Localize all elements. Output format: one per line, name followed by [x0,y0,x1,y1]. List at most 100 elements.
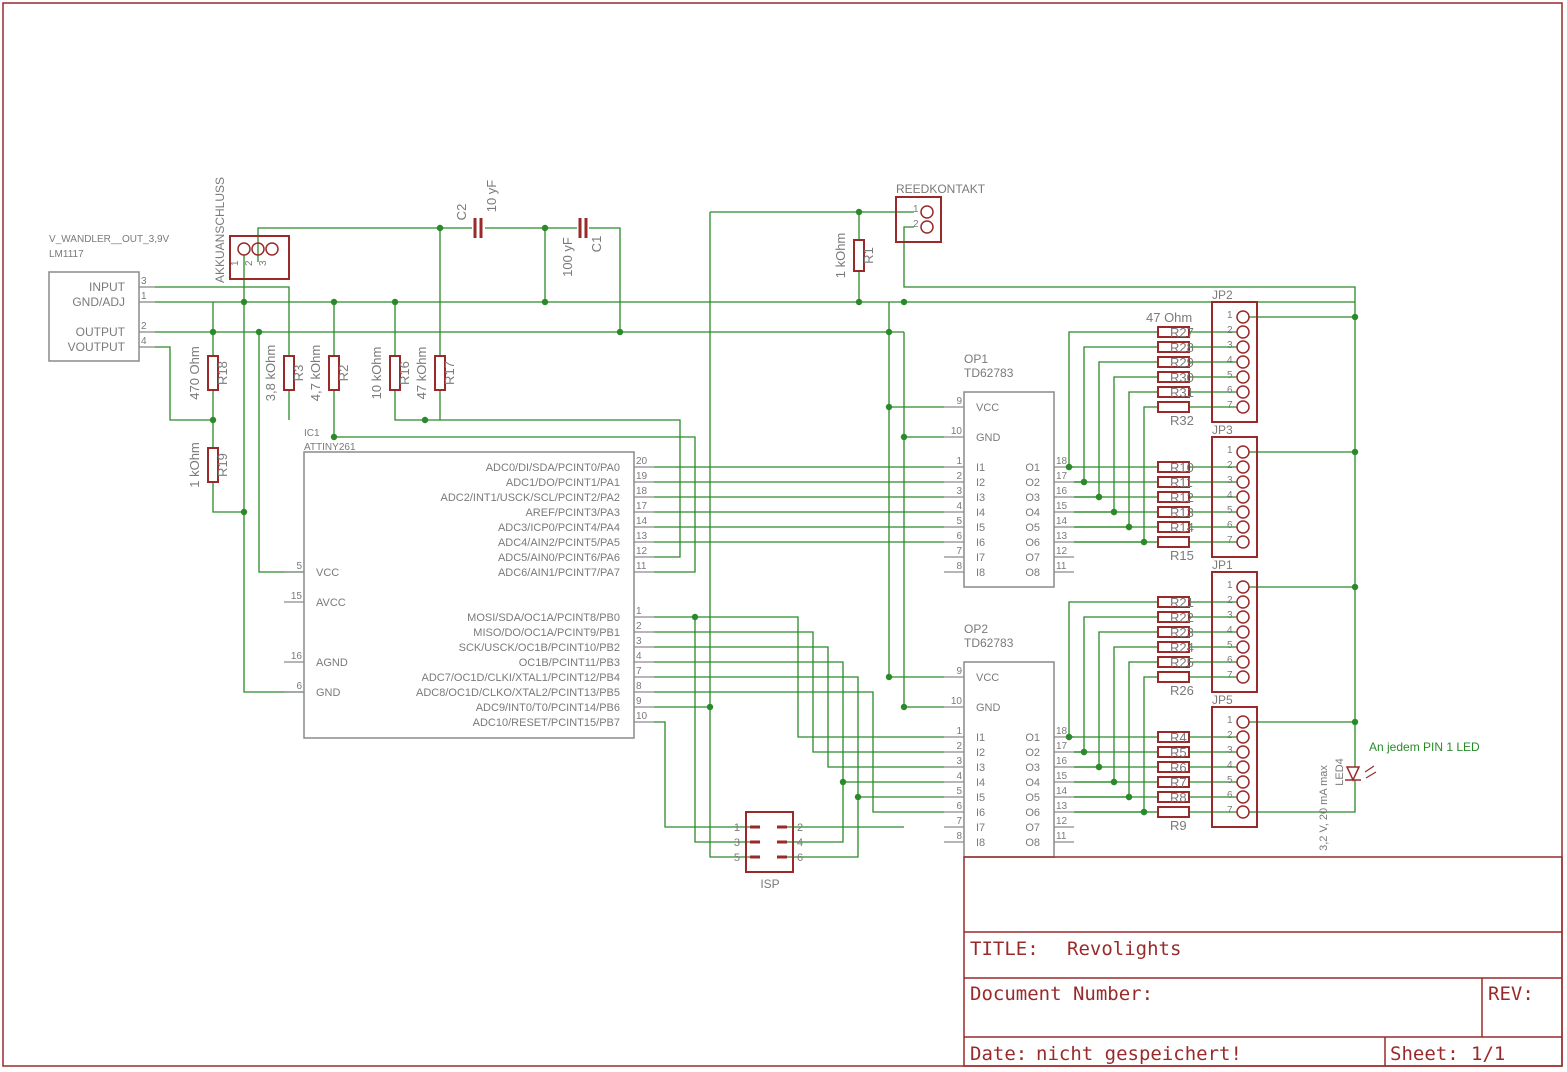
resistor-name: R7 [1170,775,1187,790]
resistor-name: R3 [291,365,306,382]
resistor-value: 1 kOhm [187,442,202,488]
mcu-pin-label: ADC8/OC1D/CLKO/XTAL2/PCINT13/PB5 [416,687,620,699]
wire [1098,361,1158,497]
junction-dot [1095,763,1103,771]
resistor-name: R2 [336,365,351,382]
connector-pad [1236,760,1250,774]
header-connector-name: JP2 [1212,288,1233,302]
mcu-pin-number: 6 [296,681,302,692]
wire [1068,601,1158,737]
junction-dot [1351,583,1359,591]
connector-pad [1236,670,1250,684]
mcu-body [303,451,635,739]
driver-pin-number: 17 [1056,471,1068,482]
header-pin-number: 7 [1227,535,1233,546]
resistor-name: R27 [1170,325,1194,340]
header-pin-number: 5 [1227,370,1233,381]
driver-pin-label: I1 [976,462,985,474]
mcu-pin-number: 1 [636,606,642,617]
driver-pin-number: 12 [1056,816,1068,827]
connector-pad [1236,505,1250,519]
resistor-body [853,239,865,272]
resistor-body [207,447,219,483]
mcu-pin-label: ADC10/RESET/PCINT15/PB7 [473,717,620,729]
resistor-name: R9 [1170,818,1187,833]
resistor-body [1157,461,1190,473]
header-pin-number: 3 [1227,340,1233,351]
sheet-value: 1/1 [1471,1043,1505,1065]
resistor-name: R10 [1170,460,1194,475]
junction-dot [541,224,549,232]
resistor-body [1157,506,1190,518]
battery-connector-name: AKKUANSCHLUSS [213,177,227,283]
resistor-name: R22 [1170,610,1194,625]
driver-pin-number: 11 [1056,831,1067,842]
junction-dot [691,613,699,621]
wire [1098,631,1158,767]
driver-pin-label: O3 [1025,762,1040,774]
wire [888,302,944,408]
driver-pin-number: 11 [1056,561,1067,572]
driver-pin-label: I2 [976,477,985,489]
mcu-pin-label: ADC9/INT0/T0/PCINT14/PB6 [476,702,620,714]
junction-dot [436,224,444,232]
junction-dot [1080,748,1088,756]
driver-pin-number: 14 [1056,786,1068,797]
wire [1113,646,1158,782]
driver-pin-number: 18 [1056,726,1068,737]
resistor-name: R29 [1170,355,1194,370]
header-pin-number: 2 [1227,325,1233,336]
rev-label: REV: [1488,983,1534,1005]
header-pin-number: 3 [1227,610,1233,621]
mcu-pin-label: ADC0/DI/SDA/PCINT0/PA0 [486,462,620,474]
resistor-name: R21 [1170,595,1194,610]
junction-dot [391,298,399,306]
wire [155,286,290,356]
wire [1143,676,1158,812]
driver-pin-number: 6 [956,801,962,812]
junction-dot [209,416,217,424]
connector-pad [920,205,934,219]
wire [654,691,944,813]
mcu-pin-number: 13 [636,531,648,542]
driver-pin-label: O1 [1025,462,1040,474]
mcu-pin-label: AGND [316,657,348,669]
connector-pad [251,242,265,256]
header-connector-name: JP5 [1212,693,1233,707]
resistor-name: R6 [1170,760,1187,775]
resistor-body [1157,746,1190,758]
mcu-pin-number: 5 [296,561,302,572]
doc-number-label: Document Number: [970,983,1153,1005]
junction-dot [706,703,714,711]
driver-pin-number: 13 [1056,801,1068,812]
driver-pin-number: 18 [1056,456,1068,467]
header-connector-name: JP1 [1212,558,1233,572]
mcu-pin-number: 15 [291,591,303,602]
resistor-name: R5 [1170,745,1187,760]
mcu-pin-label: OC1B/PCINT11/PB3 [519,657,620,669]
driver-body [963,391,1055,588]
driver-pin-number: 16 [1056,486,1068,497]
resistor-body [1157,641,1190,653]
wire [1083,346,1158,482]
sheet-label: Sheet: [1390,1043,1459,1065]
header-pin-number: 5 [1227,775,1233,786]
wire [1083,616,1158,752]
header-pin-number: 1 [1227,310,1233,321]
resistor-value: 4,7 kOhm [308,345,323,401]
mcu-pin-label: ADC6/AIN1/PCINT7/PA7 [498,567,620,579]
driver-pin-number: 8 [956,831,962,842]
resistor-name: R13 [1170,505,1194,520]
led-note: An jedem PIN 1 LED [1369,740,1480,754]
mcu-pin-label: MOSI/SDA/OC1A/PCINT8/PB0 [467,612,620,624]
mcu-pin-number: 10 [636,711,648,722]
resistor-body [1157,626,1190,638]
wire [257,227,472,262]
connector-pad [1236,715,1250,729]
wire [155,346,213,421]
driver-pin-number: 3 [956,756,962,767]
wire [709,707,750,858]
resistor-body [1157,476,1190,488]
junction-dot [1351,718,1359,726]
